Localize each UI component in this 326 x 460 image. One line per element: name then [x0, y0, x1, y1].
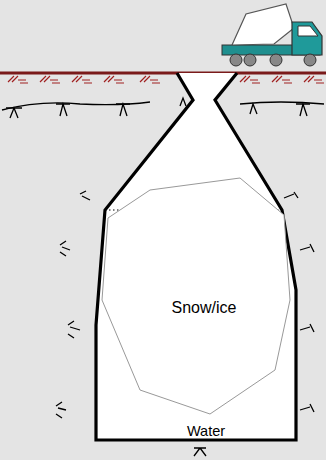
ground-line — [0, 72, 326, 75]
snow-ice-mass: Snow/ice — [100, 178, 292, 424]
region-label: Water — [94, 423, 300, 439]
ground-hatch — [8, 76, 324, 83]
concrete-truck — [222, 4, 322, 66]
pit-outline: Water Snow/ice — [94, 70, 300, 444]
material-label: Snow/ice — [172, 299, 237, 317]
